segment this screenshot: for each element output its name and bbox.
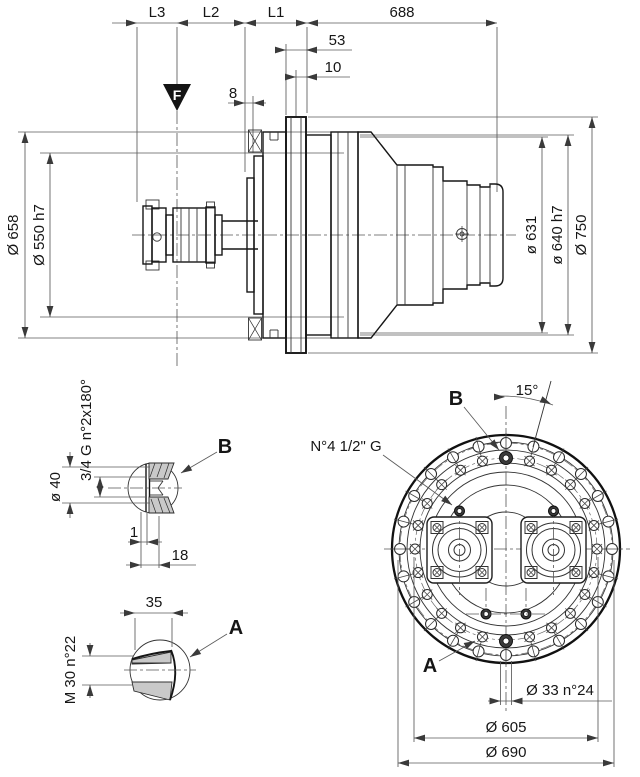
load-direction-marker: F xyxy=(163,84,191,111)
dim-dia-750: Ø 750 xyxy=(573,215,590,256)
side-view: F L3 L2 L1 688 53 10 8 Ø 658 Ø 550 h7 ø … xyxy=(5,4,598,368)
detail-b-view: B 3/4 G n°2x180° ø 40 1 18 xyxy=(47,379,232,568)
front-dimension-lines xyxy=(397,557,615,767)
dim-l3: L3 xyxy=(149,4,166,21)
front-dim-dia-690: Ø 690 xyxy=(486,744,527,761)
dim-8: 8 xyxy=(229,85,237,102)
detail-b-dia-label: ø 40 xyxy=(47,472,64,502)
front-pads-group xyxy=(426,505,587,595)
detail-b-callout: B xyxy=(218,436,232,458)
detail-a-dim-35: 35 xyxy=(146,594,163,611)
front-dim-dia-33: Ø 33 n°24 xyxy=(526,682,594,699)
dim-dia-631: ø 631 xyxy=(523,216,540,254)
dim-overall-length: 688 xyxy=(389,4,414,21)
dim-53: 53 xyxy=(329,32,346,49)
side-view-part-geometry xyxy=(142,116,504,354)
front-dim-dia-605: Ø 605 xyxy=(486,719,527,736)
load-marker-letter: F xyxy=(173,87,182,103)
detail-b-thread-label: 3/4 G n°2x180° xyxy=(78,379,95,481)
detail-b-dim-18: 18 xyxy=(172,547,189,564)
detail-a-view: A M 30 n°22 35 xyxy=(62,594,243,704)
side-view-dimension-lines xyxy=(18,22,598,354)
dim-l1: L1 xyxy=(268,4,285,21)
front-callout-b: B xyxy=(449,388,463,410)
detail-b-dim-1: 1 xyxy=(130,524,138,541)
front-view: B 15° N°4 1/2" G A Ø 33 n°24 Ø 605 Ø 690 xyxy=(310,380,630,767)
dim-dia-640: ø 640 h7 xyxy=(549,205,566,264)
detail-a-thread-label: M 30 n°22 xyxy=(62,636,79,705)
dim-dia-550: Ø 550 h7 xyxy=(31,204,48,266)
load-marker-triangle-icon xyxy=(163,84,191,111)
oil-plug xyxy=(455,226,469,242)
front-angle-dimension xyxy=(499,380,554,448)
dim-l2: L2 xyxy=(203,4,220,21)
detail-a-callout: A xyxy=(229,617,243,639)
front-callout-a: A xyxy=(423,655,437,677)
dim-10: 10 xyxy=(325,59,342,76)
dim-dia-658: Ø 658 xyxy=(5,215,22,256)
dimension-arrowheads-group xyxy=(21,19,614,767)
front-dim-15deg: 15° xyxy=(516,382,539,399)
front-service-ports-label: N°4 1/2" G xyxy=(310,438,381,455)
